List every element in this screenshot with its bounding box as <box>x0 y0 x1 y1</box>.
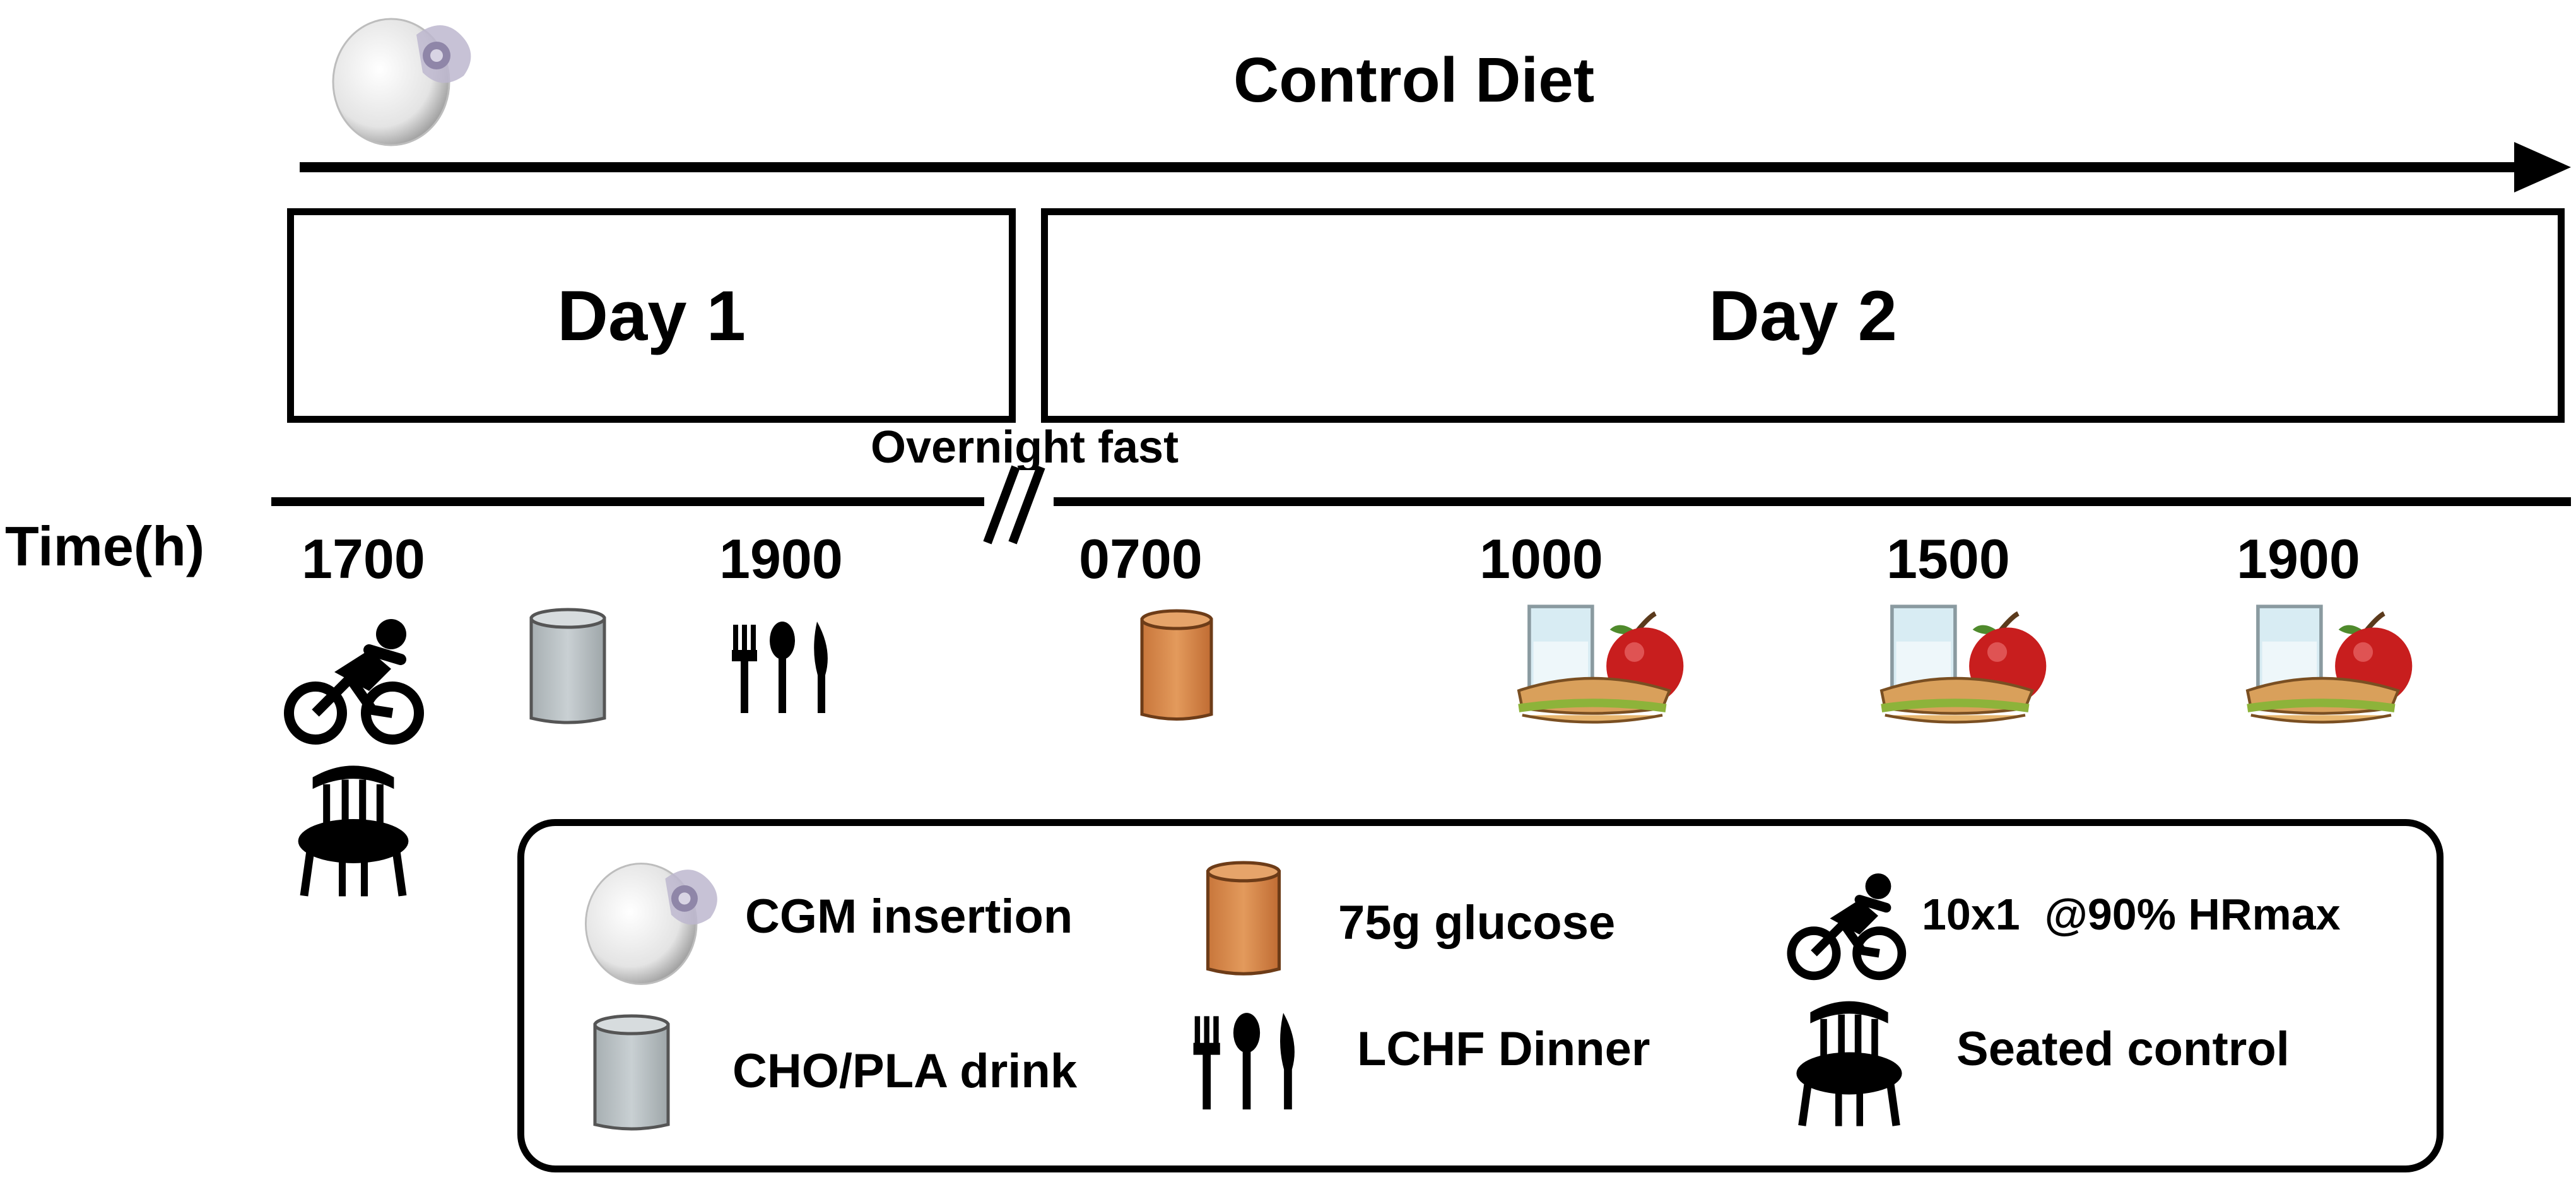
day1-label: Day 1 <box>557 276 746 355</box>
legend-chair-icon <box>1796 1001 1902 1126</box>
legend-cyclist-icon <box>1783 870 1909 977</box>
legend-label: LCHF Dinner <box>1357 1022 1650 1076</box>
diagram-title: Control Diet <box>1233 45 1595 115</box>
drink-cup-icon <box>524 609 612 729</box>
meal-icon <box>1514 599 1685 726</box>
day2-label: Day 2 <box>1709 276 1897 355</box>
tick-label: 1500 <box>1886 528 2010 590</box>
tick-label: 1900 <box>2237 528 2360 590</box>
tick-label: 0700 <box>1079 528 1203 590</box>
overnight-fast-label: Overnight fast <box>871 422 1179 473</box>
cutlery-icon <box>732 622 828 713</box>
glucose-drink-icon <box>1136 609 1218 726</box>
tick-label: 1900 <box>719 528 843 590</box>
time-axis-label: Time(h) <box>5 515 205 577</box>
day2-box: Day 2 <box>1041 208 2565 423</box>
tick-label: 1700 <box>302 528 425 590</box>
legend-drink-cup-icon <box>587 1015 676 1135</box>
tick-label: 1000 <box>1479 528 1603 590</box>
day1-box: Day 1 <box>287 208 1016 423</box>
legend-cgm-sensor-icon <box>584 863 719 985</box>
meal-icon <box>2243 599 2413 726</box>
legend-label: 10x1 @90% HRmax <box>1922 890 2341 939</box>
legend-cutlery-icon <box>1193 1013 1295 1110</box>
legend-glucose-drink-icon <box>1199 861 1288 981</box>
legend: CGM insertion 75g glucose 10x1 @90% HRma… <box>517 819 2444 1172</box>
legend-label: Seated control <box>1956 1022 2290 1076</box>
legend-label: CGM insertion <box>745 890 1073 943</box>
legend-label: CHO/PLA drink <box>732 1044 1078 1098</box>
meal-icon <box>1877 599 2047 726</box>
cyclist-icon <box>278 615 429 741</box>
chair-icon <box>298 765 409 897</box>
legend-label: 75g glucose <box>1338 896 1616 950</box>
